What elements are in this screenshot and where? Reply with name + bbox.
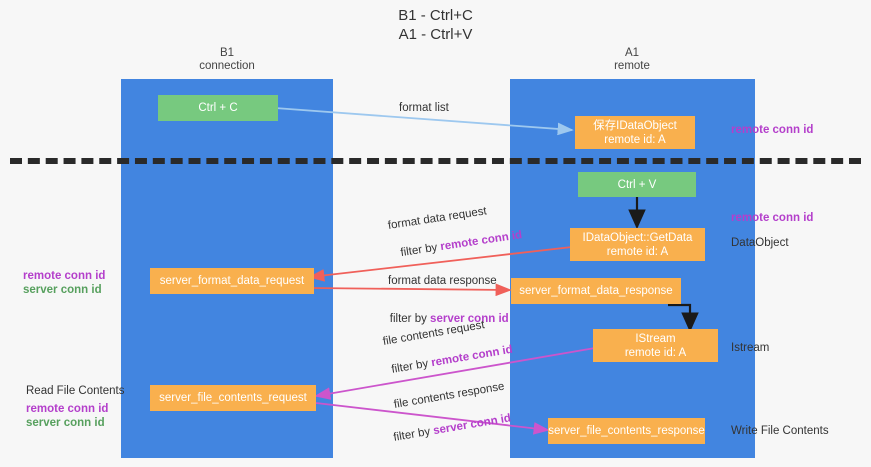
annotation-left-remote-conn-id: remote conn id (23, 270, 106, 282)
edge-label-format-list: format list (399, 102, 449, 114)
filter-key-server-conn-id: server conn id (430, 313, 509, 325)
phase-separator (10, 158, 861, 164)
annotation-left-bottom-server-conn-id: server conn id (26, 417, 105, 429)
edge-label-format-data-response: format data response (388, 275, 497, 287)
annotation-right-istream: Istream (731, 342, 770, 354)
node-server-format-data-response[interactable]: server_format_data_response (511, 278, 681, 304)
node-server-file-contents-request[interactable]: server_file_contents_request (150, 385, 316, 411)
filter-key-server-conn-id: server conn id (432, 412, 512, 438)
filter-prefix: filter by (399, 241, 442, 260)
annotation-right-dataobject: DataObject (731, 237, 789, 249)
node-server-file-contents-response[interactable]: server_file_contents_response (548, 418, 705, 444)
filter-prefix: filter by (389, 313, 431, 325)
filter-prefix: filter by (392, 425, 435, 444)
arrow-format-data-response (309, 283, 512, 297)
annotation-left-read-file-contents: Read File Contents (26, 385, 125, 397)
node-istream[interactable]: IStream remote id: A (593, 329, 718, 362)
annotation-left-server-conn-id: server conn id (23, 284, 102, 296)
filter-prefix: filter by (390, 357, 433, 376)
annotation-right-remote-conn-id-mid: remote conn id (731, 212, 814, 224)
column-heading-b1: B1 connection (199, 47, 255, 72)
node-ctrl-c[interactable]: Ctrl + C (158, 95, 278, 121)
annotation-right-remote-conn-id-top: remote conn id (731, 124, 814, 136)
filter-key-remote-conn-id: remote conn id (439, 229, 523, 254)
node-ctrl-v[interactable]: Ctrl + V (578, 172, 696, 197)
column-heading-a1: A1 remote (614, 47, 650, 72)
node-server-format-data-request[interactable]: server_format_data_request (150, 268, 314, 294)
edge-label-format-data-response-filter: filter by server conn id (377, 298, 509, 340)
node-save-idataobject[interactable]: 保存IDataObject remote id: A (575, 116, 695, 149)
annotation-right-write-file-contents: Write File Contents (731, 425, 829, 437)
filter-key-remote-conn-id: remote conn id (430, 343, 514, 370)
annotation-left-bottom-remote-conn-id: remote conn id (26, 403, 109, 415)
page-title: B1 - Ctrl+C A1 - Ctrl+V (398, 7, 473, 43)
node-idataobject-getdata[interactable]: IDataObject::GetData remote id: A (570, 228, 705, 261)
